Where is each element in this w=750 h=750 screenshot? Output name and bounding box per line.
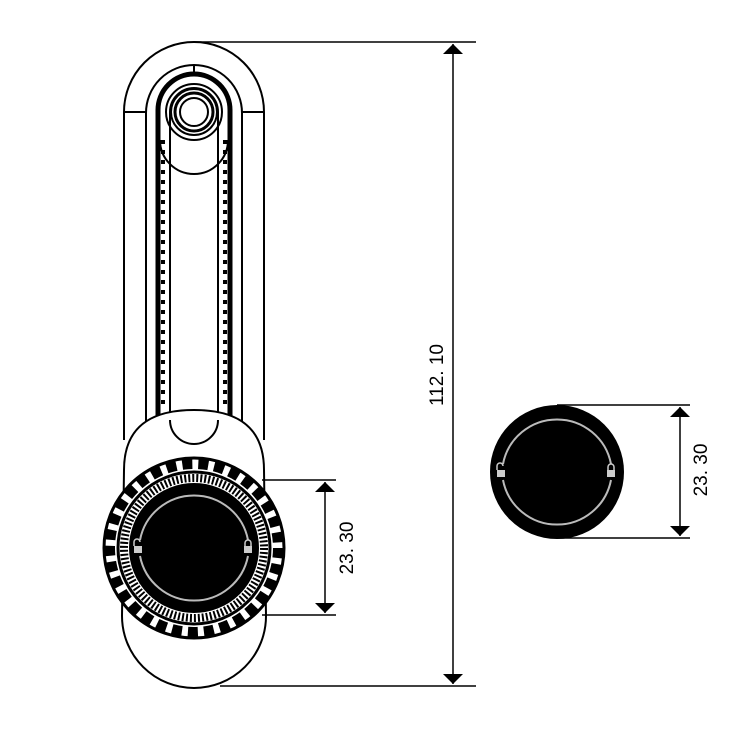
knob-side-diameter-label: 23. 30	[691, 444, 712, 497]
pivot-hole	[165, 83, 223, 141]
lock-icon	[607, 463, 615, 477]
knob-front-diameter-label: 23. 30	[337, 522, 358, 575]
overall-length-label: 112. 10	[427, 344, 448, 406]
knob-front	[102, 456, 286, 640]
knob-side-view	[490, 405, 624, 539]
knob-front-dimension	[262, 479, 336, 616]
lock-icon	[244, 539, 252, 553]
unlock-icon	[133, 538, 142, 553]
slot-inner-channel	[169, 87, 219, 445]
unlock-icon	[496, 462, 505, 477]
overall-length-dimension	[194, 41, 476, 687]
knob-side-dimension	[557, 404, 690, 539]
handle-front-view	[102, 41, 286, 689]
